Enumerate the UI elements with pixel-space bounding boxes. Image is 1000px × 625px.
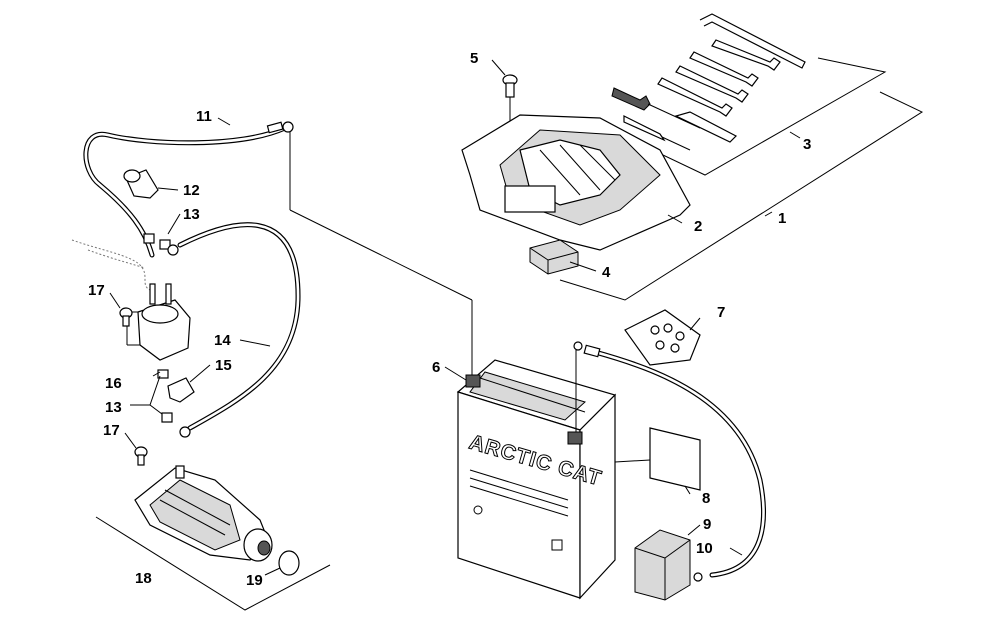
callout-12: 12 xyxy=(183,182,200,199)
wrench-icon xyxy=(657,39,781,117)
callout-2: 2 xyxy=(694,218,702,235)
spark-plug-socket-icon xyxy=(623,111,738,151)
callout-10: 10 xyxy=(696,540,713,557)
starter-motor-part xyxy=(134,465,273,562)
callout-17-upper: 17 xyxy=(88,282,105,299)
hardware-kit-part xyxy=(624,309,701,366)
harness-wire xyxy=(71,239,151,291)
screw-17-upper xyxy=(119,307,133,327)
hex-key-icon xyxy=(699,13,806,69)
callout-7: 7 xyxy=(717,304,725,321)
callout-18: 18 xyxy=(135,570,152,587)
callout-17-lower: 17 xyxy=(103,422,120,439)
o-ring-part xyxy=(278,550,300,576)
callout-4: 4 xyxy=(602,264,611,281)
callout-13-lower: 13 xyxy=(105,399,122,416)
callout-6: 6 xyxy=(432,359,440,376)
callout-labels: 1 2 3 4 5 6 7 8 9 10 11 12 13 14 15 16 1… xyxy=(88,50,811,589)
callout-5: 5 xyxy=(470,50,478,67)
decal-part xyxy=(614,427,701,491)
solenoid-part xyxy=(126,283,191,361)
callout-16: 16 xyxy=(105,375,122,392)
screw-17-lower xyxy=(134,446,148,466)
terminal-boot-part xyxy=(123,169,159,199)
foam-pad-part xyxy=(529,239,579,275)
starter-group-bracket xyxy=(95,516,331,611)
callout-3: 3 xyxy=(803,136,811,153)
callout-19: 19 xyxy=(246,572,263,589)
cable-11-part xyxy=(83,121,294,258)
nut-13-upper xyxy=(143,233,171,250)
callout-8: 8 xyxy=(702,490,710,507)
tool-kit xyxy=(611,13,806,151)
cable-14-part xyxy=(167,222,301,438)
callout-11: 11 xyxy=(196,108,212,125)
callout-13-upper: 13 xyxy=(183,206,200,223)
callout-14: 14 xyxy=(214,332,231,349)
battery-part: ARCTIC CAT xyxy=(456,359,617,600)
callout-leaders xyxy=(109,59,801,576)
battery-pad-part xyxy=(634,529,691,601)
callout-15: 15 xyxy=(215,357,232,374)
cable-10-part xyxy=(573,341,766,582)
terminal-boot-15 xyxy=(157,369,195,423)
callout-9: 9 xyxy=(703,516,711,533)
tool-tray-part xyxy=(461,114,691,251)
callout-1: 1 xyxy=(778,210,786,227)
